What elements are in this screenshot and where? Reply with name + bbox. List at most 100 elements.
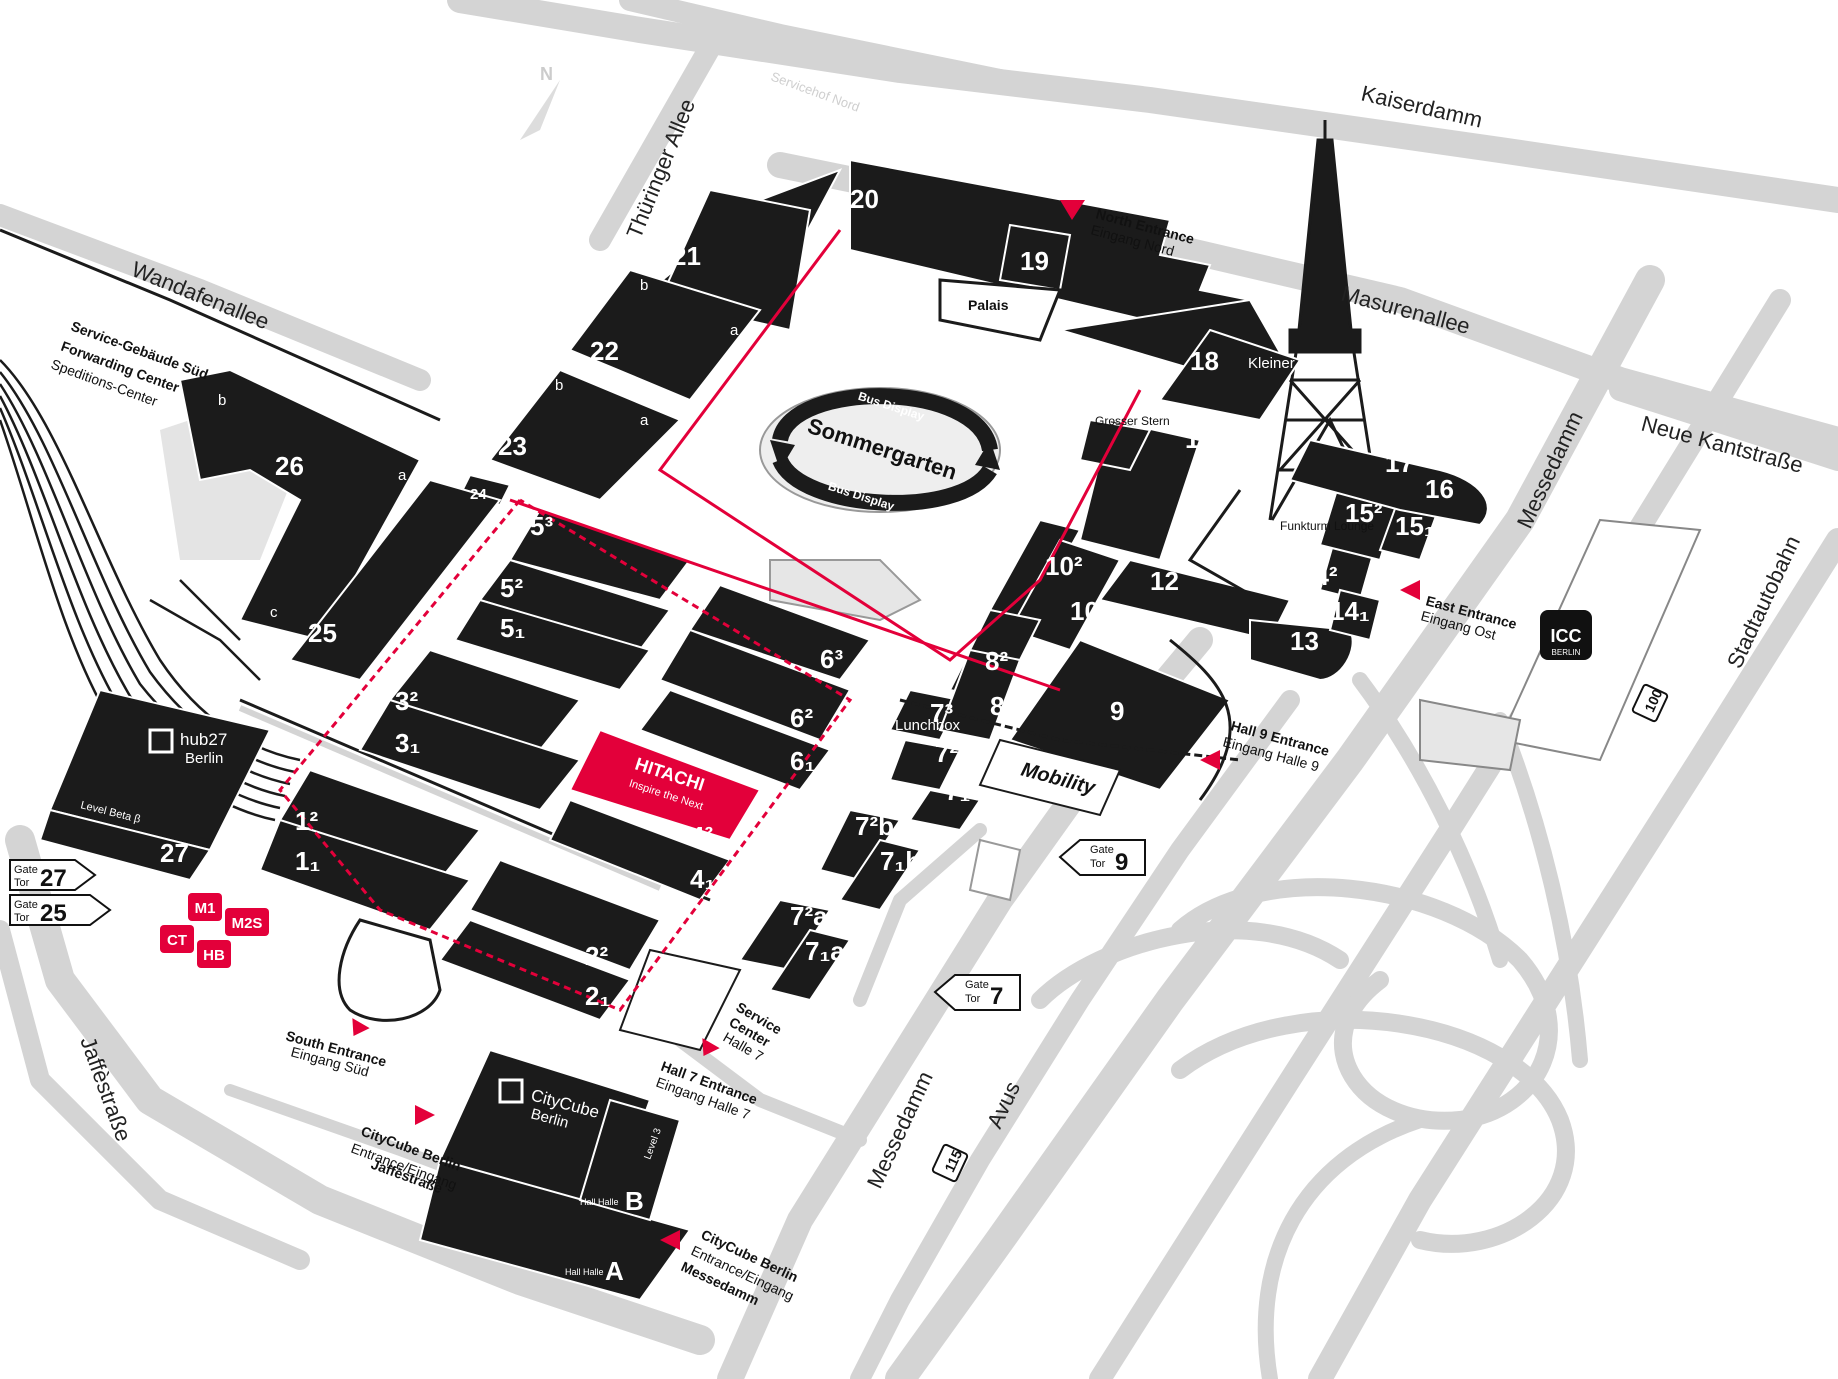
gate-25-number: 25 <box>40 900 67 927</box>
label-26a: a <box>398 467 407 484</box>
east-entrance-arrow-icon <box>1400 580 1420 600</box>
street-messedamm-east: Messedamm <box>1512 407 1588 532</box>
grosser-stern[interactable] <box>1078 418 1152 472</box>
hub27-name: hub27 <box>180 730 227 749</box>
hall-8-1[interactable] <box>938 648 1022 742</box>
label-4-2: 4² <box>690 821 713 851</box>
avus-sign <box>931 1143 969 1183</box>
badge-m2s[interactable]: M2S <box>225 908 269 936</box>
label-15-2: 15² <box>1345 498 1383 528</box>
gate-27-label1: Gate <box>14 864 38 876</box>
hall-17-16[interactable] <box>1288 438 1489 527</box>
citycube-hall-a-prefix: Hall Halle <box>565 1267 604 1277</box>
mobility-area[interactable] <box>978 738 1122 817</box>
hall-23[interactable] <box>488 368 682 502</box>
hall-7-2c[interactable] <box>888 738 962 792</box>
hall-5-1[interactable] <box>453 598 652 692</box>
gate-25-label1: Gate <box>14 899 38 911</box>
hall-7-1b[interactable] <box>838 838 922 912</box>
label-7-1b: 7₁b <box>880 846 921 876</box>
icc-building: ICC BERLIN <box>1419 518 1702 772</box>
hall-25[interactable] <box>288 478 502 682</box>
label-3-1: 3₁ <box>395 728 420 758</box>
entrances: North Entrance Eingang Nord East Entranc… <box>284 200 1519 1308</box>
label-14-1: 14₁ <box>1330 596 1370 626</box>
hub27-city: Berlin <box>185 750 223 767</box>
citycube-hall-b: B <box>625 1186 644 1216</box>
hall-26[interactable] <box>178 368 422 642</box>
gate-9-number: 9 <box>1115 849 1128 876</box>
label-1-1: 1₁ <box>295 846 320 876</box>
hall-2-1[interactable] <box>438 918 632 1022</box>
label-11-1: 11₁ <box>1195 466 1233 496</box>
label-14-2: 14² <box>1300 561 1338 591</box>
gate-27-label2: Tor <box>14 877 30 889</box>
shuttle-routes <box>278 229 1261 1012</box>
hall7-entrance-arrow-icon <box>702 1038 720 1057</box>
badge-m1-label: M1 <box>195 900 216 917</box>
exhibition-halls <box>38 158 1489 1302</box>
hall-4-2-hitachi[interactable] <box>568 728 762 842</box>
gate-25[interactable]: Gate Tor 25 <box>9 894 112 927</box>
gate-27[interactable]: Gate Tor 27 <box>9 859 97 892</box>
south-entrance-rotunda <box>337 918 442 1022</box>
badge-ct[interactable]: CT <box>160 925 194 953</box>
label-8-1: 8₁ <box>990 691 1015 721</box>
label-1-2: 1² <box>295 806 318 836</box>
label-17: 17 <box>1385 448 1414 478</box>
gate-7[interactable]: Gate Tor 7 <box>933 974 1021 1011</box>
citycube-hall-b[interactable] <box>578 1098 682 1222</box>
icc-name: ICC <box>1551 626 1582 646</box>
label-3-2: 3² <box>395 686 418 716</box>
label-10-1: 10₁ <box>1070 596 1110 626</box>
south-entrance[interactable]: South Entrance Eingang Süd <box>284 1018 389 1080</box>
gate-9[interactable]: Gate Tor 9 <box>1058 839 1146 876</box>
hall-6-3[interactable] <box>688 583 872 682</box>
hall-2-2[interactable] <box>468 858 662 972</box>
label-9: 9 <box>1110 696 1124 726</box>
hall-7-1c[interactable] <box>908 788 982 832</box>
hall-labels: 20 19 Palais 18 Kleiner Stern Grosser St… <box>218 184 1454 1011</box>
hall-6-1[interactable] <box>638 688 832 792</box>
label-6-1: 6₁ <box>790 746 815 776</box>
label-19: 19 <box>1020 246 1049 276</box>
gates: Gate Tor 27 Gate Tor 25 Gate Tor 9 Gate … <box>9 839 1146 1011</box>
icc-city: BERLIN <box>1552 648 1581 657</box>
citycube-hall-b-prefix: Hall Halle <box>580 1197 619 1207</box>
label-13: 13 <box>1290 626 1319 656</box>
label-26b: b <box>218 392 226 409</box>
hall9-entrance-arrow-icon <box>1200 750 1220 770</box>
hall9-entrance[interactable]: Hall 9 Entrance Eingang Halle 9 <box>1200 717 1331 775</box>
palais-building[interactable] <box>938 278 1063 342</box>
label-16: 16 <box>1425 474 1454 504</box>
gate-9-label2: Tor <box>1090 858 1106 870</box>
hall-3-1[interactable] <box>358 698 582 812</box>
label-12: 12 <box>1150 566 1179 596</box>
hall-7-1a[interactable] <box>768 928 852 1002</box>
icc-logo <box>1540 610 1592 660</box>
label-21a: a <box>805 227 814 244</box>
label-7-2a: 7²a <box>790 901 828 931</box>
north-arrow: N <box>520 64 560 140</box>
label-2-1: 2₁ <box>585 981 610 1011</box>
badge-m1[interactable]: M1 <box>188 893 222 921</box>
hall-14-1[interactable] <box>1328 588 1382 642</box>
badge-hb[interactable]: HB <box>197 940 231 968</box>
label-5-2: 5² <box>500 573 523 603</box>
label-18: 18 <box>1190 346 1219 376</box>
badge-ct-label: CT <box>167 932 187 949</box>
label-lunchbox: Lunchbox <box>895 717 961 734</box>
kleiner-stern[interactable] <box>1158 328 1302 422</box>
north-entrance-arrow-icon <box>1060 200 1085 220</box>
label-7-2b: 7²b <box>855 811 894 841</box>
hall-1-1[interactable] <box>258 818 472 932</box>
hall-27[interactable] <box>38 808 212 882</box>
label-22a: a <box>730 322 739 339</box>
label-15-1: 15₁ <box>1395 511 1435 541</box>
label-7-1c: 7₁c <box>945 776 985 806</box>
label-21b: b <box>690 192 698 209</box>
label-26c: c <box>270 604 278 621</box>
label-6-2: 6² <box>790 703 813 733</box>
south-entrance-arrow-icon <box>352 1018 370 1037</box>
hall-22[interactable] <box>568 268 762 402</box>
